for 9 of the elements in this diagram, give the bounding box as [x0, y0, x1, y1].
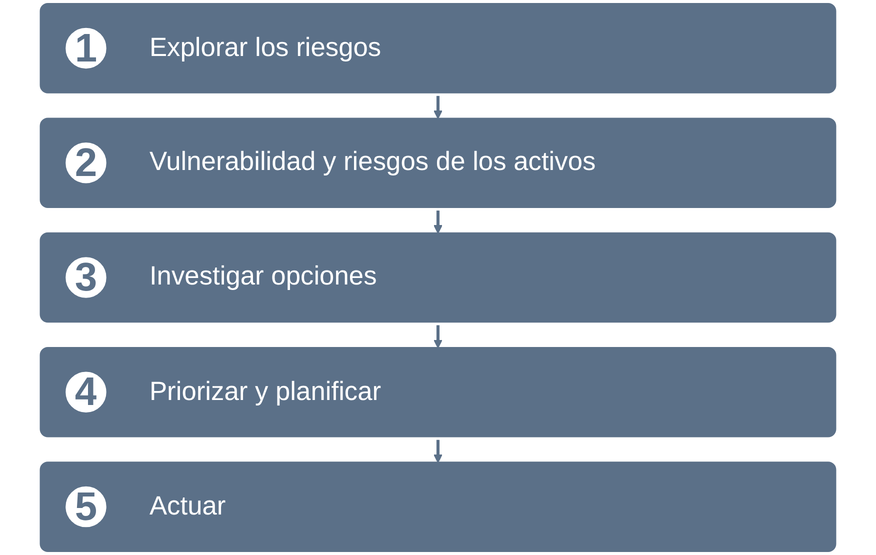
- node-circle: 1: [66, 28, 106, 69]
- node-circle: 5: [66, 486, 106, 528]
- node-circle: 4: [66, 372, 106, 413]
- arrow: [434, 210, 442, 234]
- arrow: [434, 325, 442, 348]
- arrow: [434, 440, 442, 464]
- node-circle: 2: [66, 142, 106, 184]
- node-circle: 3: [66, 257, 106, 298]
- arrow: [434, 96, 442, 120]
